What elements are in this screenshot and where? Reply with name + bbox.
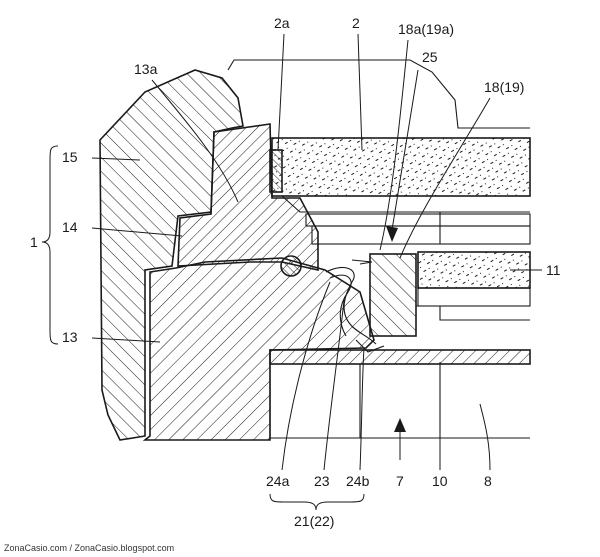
leader-24b <box>359 347 365 471</box>
gasket-2a <box>269 149 283 193</box>
frame-line <box>439 212 530 245</box>
label-23: 23 <box>314 473 330 489</box>
leader-13a <box>151 79 239 203</box>
leader-24a <box>281 281 331 471</box>
arrow-25 <box>391 69 419 231</box>
label-24a: 24a <box>266 473 290 489</box>
label-11: 11 <box>546 262 561 278</box>
leader-18a <box>379 39 409 251</box>
board-10 <box>269 349 531 365</box>
post-bracket <box>416 305 530 321</box>
bracket-1 <box>41 145 59 345</box>
leader-18 <box>399 97 491 259</box>
label-24b: 24b <box>346 473 370 489</box>
back-cover-8 <box>269 364 530 439</box>
dial-plate <box>281 195 530 213</box>
case-top-outline <box>227 59 530 129</box>
label-14: 14 <box>62 219 78 235</box>
label-2a: 2a <box>274 15 290 31</box>
leader-23 <box>323 299 345 471</box>
label-2: 2 <box>352 15 360 31</box>
leader-13 <box>91 337 161 343</box>
label-13a: 13a <box>134 61 158 77</box>
o-ring <box>280 255 302 277</box>
spring-23 <box>325 267 377 345</box>
source-credit: ZonaCasio.com / ZonaCasio.blogspot.com <box>4 543 174 553</box>
leader-2a <box>277 33 285 151</box>
label-7: 7 <box>396 473 404 489</box>
label-8: 8 <box>484 473 492 489</box>
module-base <box>417 287 531 307</box>
label-13: 13 <box>62 329 78 345</box>
bracket-21 <box>269 493 365 511</box>
display-layer-lower <box>311 225 531 245</box>
leader-14 <box>91 227 183 237</box>
leader-8 <box>479 403 491 471</box>
label-18a: 18a(19a) <box>398 21 454 37</box>
leader-15 <box>91 157 141 161</box>
post-18 <box>369 253 417 337</box>
label-25: 25 <box>422 49 438 65</box>
glass-2 <box>271 137 531 197</box>
label-21: 21(22) <box>294 513 334 529</box>
arrow-25-head <box>386 226 398 242</box>
label-15: 15 <box>62 149 78 165</box>
label-10: 10 <box>432 473 448 489</box>
leader-2 <box>357 33 363 151</box>
label-1: 1 <box>30 234 38 250</box>
arrow-7-head <box>394 418 406 432</box>
case-body-13 <box>142 257 375 441</box>
label-18: 18(19) <box>484 79 524 95</box>
